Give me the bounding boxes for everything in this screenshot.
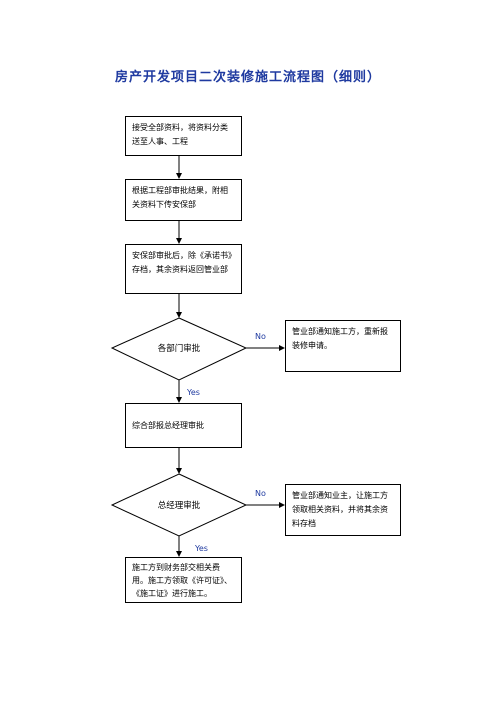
reject2-box: 管业部通知业主，让施工方领取相关资料，并将其余资料存档 (285, 484, 401, 536)
step3-text: 安保部审批后，除《承诺书》存档，其余资料返回管业部 (132, 251, 232, 274)
reject2-text: 管业部通知业主，让施工方领取相关资料，并将其余资料存档 (292, 491, 388, 528)
edge-label-yes1: Yes (187, 388, 200, 397)
step3-box: 安保部审批后，除《承诺书》存档，其余资料返回管业部 (125, 244, 242, 294)
step4-text: 综合部报总经理审批 (132, 421, 204, 430)
step4-box: 综合部报总经理审批 (125, 403, 242, 448)
decision1-diamond (110, 317, 248, 381)
decision1-label: 各部门审批 (157, 344, 201, 354)
reject1-box: 管业部通知施工方，重新报装修申请。 (285, 320, 401, 372)
edge-label-yes2: Yes (195, 544, 208, 553)
step1-text: 接受全部资料，将资料分类送至人事、工程 (132, 123, 228, 146)
decision2-diamond (110, 473, 248, 537)
step5-text: 施工方到财务部交相关费用。施工方领取《许可证》、《施工证》进行施工。 (132, 563, 232, 598)
step2-box: 根据工程部审批结果，附相关资料下传安保部 (125, 179, 242, 221)
reject1-text: 管业部通知施工方，重新报装修申请。 (292, 327, 388, 350)
step5-box: 施工方到财务部交相关费用。施工方领取《许可证》、《施工证》进行施工。 (125, 557, 242, 603)
page-title: 房产开发项目二次装修施工流程图（细则） (114, 70, 381, 85)
edge-label-no2: No (255, 489, 266, 498)
edge-label-no1: No (255, 332, 266, 341)
decision2-label: 总经理审批 (157, 501, 201, 511)
step1-box: 接受全部资料，将资料分类送至人事、工程 (125, 116, 242, 156)
step2-text: 根据工程部审批结果，附相关资料下传安保部 (132, 186, 228, 209)
